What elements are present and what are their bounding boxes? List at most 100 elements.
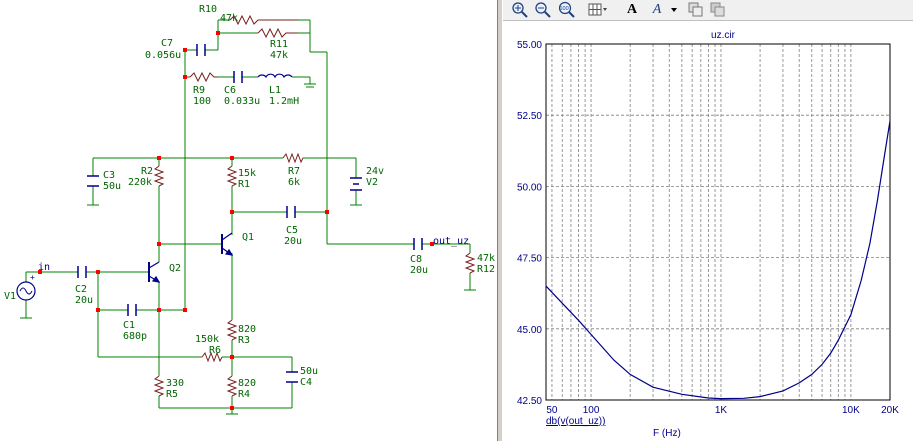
junction-nodes [38,31,434,410]
label-c5-name: C5 [286,225,298,236]
schematic-editor[interactable]: + R10 47k C7 0.056u R11 [0,0,497,441]
voltage-source-V2 [350,177,362,191]
label-r11-value: 47k [270,50,288,61]
label-c7-name: C7 [161,38,173,49]
x-tick-label: 1K [715,405,728,416]
label-r4-name: R4 [238,389,250,400]
x-tick-label: 50 [546,405,558,416]
label-v2-name: V2 [366,177,378,188]
resistors [153,14,476,397]
wires [25,19,471,414]
label-l1-name: L1 [269,85,281,96]
bode-chart[interactable]: uz.cir 55.00 52.50 50.00 47.50 45.00 42.50 50… [503,20,913,441]
label-r9-value: 100 [193,96,211,107]
label-r6-name: R6 [209,345,221,356]
label-r6-value: 150k [195,334,219,345]
label-r12-value: 47k [477,253,495,264]
label-r12-name: R12 [477,264,495,275]
magnifier-plus-icon [512,2,528,18]
label-c2-name: C2 [75,284,87,295]
font-style-dropdown[interactable] [669,1,679,18]
plot-window: 100 A A uz.cir 55.00 52.50 50.00 47.50 45.00… [503,0,913,441]
label-c1-name: C1 [123,320,135,331]
chart-title: uz.cir [711,30,736,41]
capacitors [77,44,423,383]
x-axis-label: F (Hz) [653,428,681,439]
paste-button[interactable] [709,1,727,18]
y-axis-label: db(v(out_uz)) [546,416,605,427]
font-button[interactable]: A [626,2,638,17]
paste-icon [710,2,725,17]
label-c8-value: 20u [410,265,428,276]
label-c3-value: 50u [103,181,121,192]
label-v2-value: 24v [366,166,384,177]
label-r11-name: R11 [270,39,288,50]
label-c4-name: C4 [300,377,312,388]
grid-button[interactable] [587,1,607,18]
copy-button[interactable] [687,1,705,18]
plot-toolbar: 100 A A [503,0,913,21]
label-r1-value: 15k [238,168,256,179]
label-c6-name: C6 [224,85,236,96]
label-r2-name: R2 [141,166,153,177]
label-c4-value: 50u [300,366,318,377]
ground-symbols [20,83,476,415]
y-tick-label: 52.50 [517,111,542,122]
series-line [545,120,891,400]
label-r7-value: 6k [288,177,300,188]
label-q1-name: Q1 [242,232,254,243]
pane-splitter[interactable] [497,0,503,441]
svg-text:+: + [30,273,35,282]
plot-frame [545,43,891,401]
label-c1-value: 680p [123,331,147,342]
label-l1-value: 1.2mH [269,96,299,107]
magnifier-100-icon: 100 [558,1,575,18]
component-labels: R10 47k C7 0.056u R11 47k R9 100 C6 0.03… [4,4,495,400]
label-c7-value: 0.056u [145,50,181,61]
y-tick-label: 55.00 [517,40,542,51]
label-r10-name: R10 [199,4,217,15]
y-tick-label: 42.50 [517,396,542,407]
x-axis-ticks: 50 100 1K 10K 20K [546,405,899,416]
chart-grid [546,44,890,400]
label-r5-name: R5 [166,389,178,400]
y-tick-label: 45.00 [517,325,542,336]
label-r10-value: 47k [220,13,238,24]
zoom-100-label: 100 [560,6,569,12]
label-r1-name: R1 [238,179,250,190]
x-tick-label: 20K [881,405,899,416]
transistor-Q2 [148,261,161,283]
label-r4-value: 820 [238,378,256,389]
voltage-source-V1: + [16,273,36,301]
label-out: out_uz [433,236,469,247]
y-tick-label: 50.00 [517,182,542,193]
x-tick-label: 10K [842,405,860,416]
schematic-canvas: + R10 47k C7 0.056u R11 [4,4,495,415]
zoom-100-button[interactable]: 100 [557,1,577,18]
label-c5-value: 20u [284,236,302,247]
zoom-in-button[interactable] [511,1,529,18]
y-tick-label: 47.50 [517,254,542,265]
label-v1-name: V1 [4,291,16,302]
zoom-out-button[interactable] [534,1,552,18]
font-style-button[interactable]: A [647,1,667,18]
grid-icon [588,3,607,16]
label-r3-name: R3 [238,335,250,346]
label-r9-name: R9 [193,85,205,96]
magnifier-minus-icon [535,2,551,18]
x-tick-label: 100 [583,405,600,416]
transistor-Q1 [221,232,234,256]
label-r3-value: 820 [238,324,256,335]
label-r7-name: R7 [288,166,300,177]
label-r5-value: 330 [166,378,184,389]
label-c8-name: C8 [410,254,422,265]
label-in: in [38,262,50,273]
chevron-down-icon [671,8,677,12]
copy-icon [688,2,703,17]
font-style-label: A [652,2,662,17]
label-r2-value: 220k [128,177,152,188]
label-q2-name: Q2 [169,263,181,274]
label-c6-value: 0.033u [224,96,260,107]
label-c2-value: 20u [75,295,93,306]
y-axis-ticks: 55.00 52.50 50.00 47.50 45.00 42.50 [517,40,542,407]
